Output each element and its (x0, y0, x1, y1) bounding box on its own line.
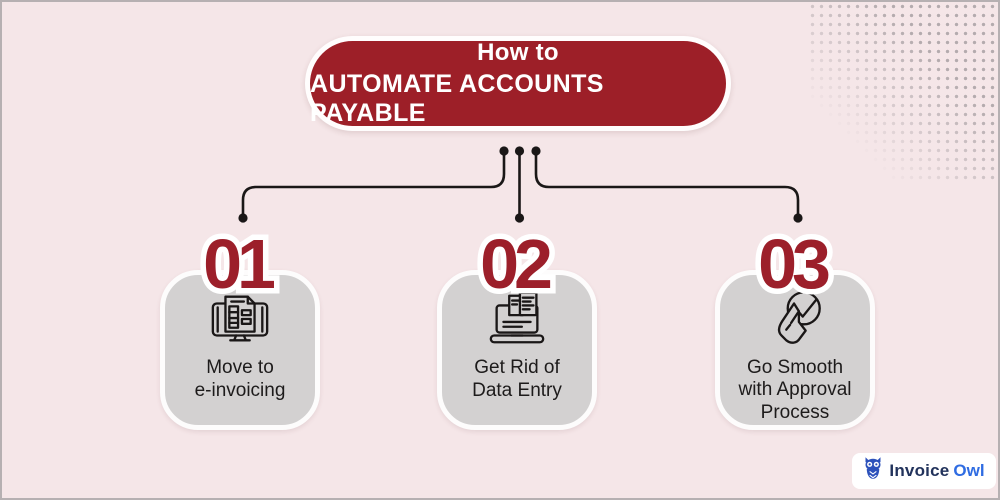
step-card-e-invoicing: Move to e-invoicing (160, 270, 320, 430)
step-card-data-entry: Get Rid of Data Entry (437, 270, 597, 430)
title-line2: AUTOMATE ACCOUNTS PAYABLE (310, 70, 604, 127)
brand-text-invoice: Invoice (889, 461, 950, 480)
invoiceowl-logo[interactable]: Invoice Owl (852, 453, 996, 489)
owl-icon (863, 457, 883, 485)
step-label: Go Smooth with Approval Process (738, 356, 852, 424)
approval-click-icon (762, 287, 828, 351)
step-label: Move to e-invoicing (194, 357, 286, 401)
step-card-approval: Go Smooth with Approval Process (715, 270, 875, 430)
title-pill: How to AUTOMATE ACCOUNTS PAYABLE (305, 36, 731, 131)
title-line1: How to (477, 39, 559, 66)
laptop-documents-icon (485, 287, 549, 351)
monitor-invoice-icon (208, 287, 272, 351)
brand-text-owl: Owl (953, 461, 985, 480)
dot-pattern (808, 2, 998, 180)
step-label: Get Rid of Data Entry (472, 357, 562, 401)
